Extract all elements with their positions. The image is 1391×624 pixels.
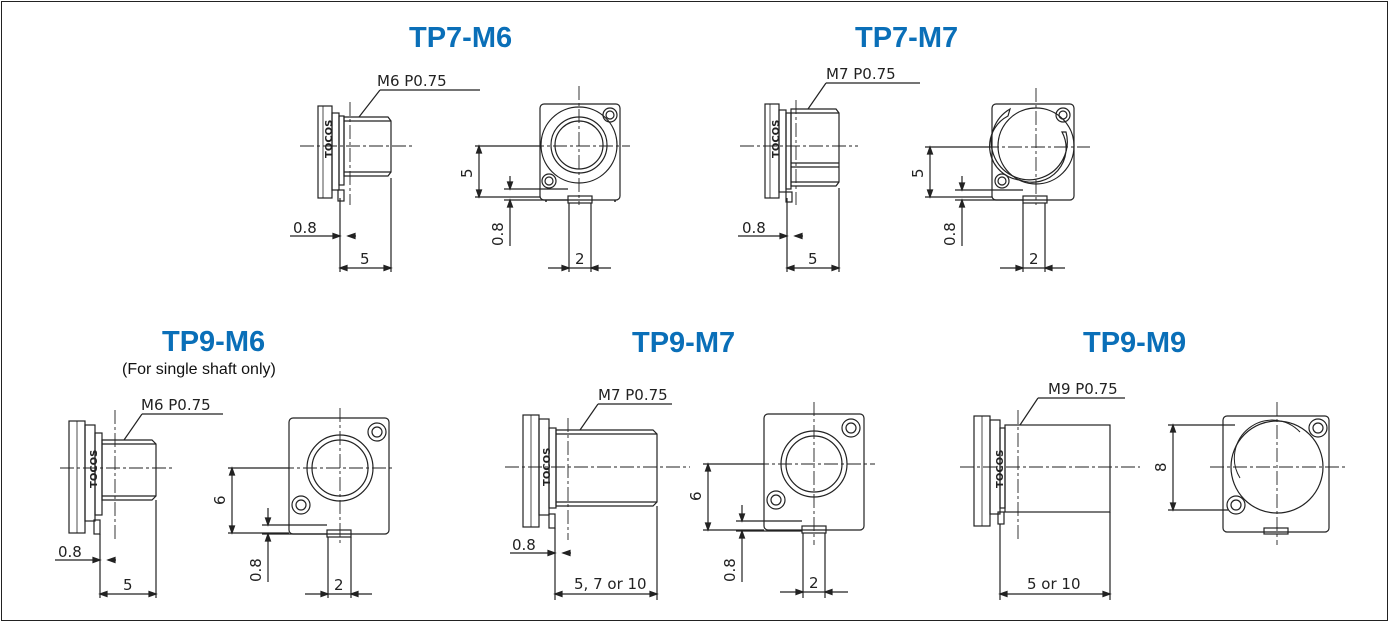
- front-view: [1168, 402, 1345, 545]
- brand-label: TOCOS: [324, 120, 335, 158]
- dim-length: 5: [360, 250, 370, 268]
- model-title: TP7-M7: [855, 22, 959, 54]
- dim-height: 5: [458, 168, 476, 178]
- dim-offset: 0.8: [58, 543, 82, 561]
- side-view: [960, 397, 1140, 600]
- front-view: [925, 88, 1090, 272]
- dim-offset: 0.8: [293, 219, 317, 237]
- side-view: [505, 403, 690, 600]
- dim-width: 2: [334, 576, 344, 594]
- side-view: [738, 82, 920, 272]
- model-title: TP7-M6: [409, 22, 513, 54]
- side-view: [290, 89, 480, 272]
- dim-offset-vertical: 0.8: [721, 558, 739, 582]
- dim-height: 6: [211, 495, 229, 505]
- dim-length: 5, 7 or 10: [574, 575, 647, 593]
- brand-label: TOCOS: [771, 120, 782, 158]
- model-title: TP9-M7: [632, 327, 736, 359]
- front-view: [475, 86, 630, 272]
- side-view: [55, 410, 223, 598]
- dim-height: 5: [909, 168, 927, 178]
- thread-spec: M7 P0.75: [598, 386, 668, 404]
- dim-offset: 0.8: [512, 536, 536, 554]
- thread-spec: M6 P0.75: [377, 72, 447, 90]
- dim-length: 5: [123, 576, 133, 594]
- model-title: TP9-M6: [162, 326, 266, 358]
- dim-height: 6: [687, 491, 705, 501]
- dim-width: 2: [1029, 250, 1039, 268]
- dim-offset-vertical: 0.8: [489, 222, 507, 246]
- thread-spec: M7 P0.75: [826, 65, 896, 83]
- dim-length: 5 or 10: [1027, 575, 1081, 593]
- model-title: TP9-M9: [1083, 327, 1187, 359]
- model-subtitle: (For single shaft only): [122, 361, 276, 378]
- front-view: [703, 402, 875, 598]
- dim-height: 8: [1152, 462, 1170, 472]
- brand-label: TOCOS: [995, 450, 1006, 488]
- dim-offset: 0.8: [742, 219, 766, 237]
- thread-spec: M9 P0.75: [1048, 380, 1118, 398]
- dim-length: 5: [808, 250, 818, 268]
- dim-offset-vertical: 0.8: [941, 222, 959, 246]
- thread-spec: M6 P0.75: [141, 396, 211, 414]
- dim-width: 2: [575, 250, 585, 268]
- dim-width: 2: [809, 574, 819, 592]
- brand-label: TOCOS: [89, 450, 100, 488]
- dim-offset-vertical: 0.8: [247, 558, 265, 582]
- front-view: [228, 408, 395, 598]
- brand-label: TOCOS: [542, 448, 553, 486]
